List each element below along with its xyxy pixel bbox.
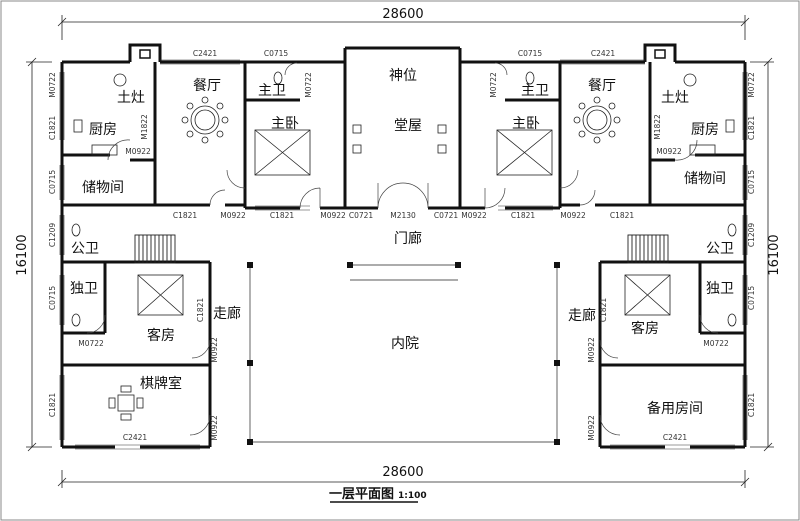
code-c1209-left: C1209 [48, 223, 57, 248]
room-storage-left: 储物间 [82, 180, 124, 196]
windows [59, 59, 748, 450]
code-m0722-bath-left: M0722 [304, 72, 313, 98]
room-dining-right: 餐厅 [588, 78, 616, 94]
code-c0715-left: C0715 [48, 170, 57, 195]
room-stove-left: 土灶 [117, 90, 145, 106]
code-c2421-tl: C2421 [193, 49, 218, 58]
room-chess: 棋牌室 [140, 375, 182, 392]
code-c2421-tr: C2421 [591, 49, 616, 58]
code-m0722-bath-right: M0722 [489, 72, 498, 98]
code-m0922-guest-right: M0922 [587, 337, 596, 363]
room-corridor-left: 走廊 [213, 305, 241, 322]
code-c1821-guest-right: C1821 [599, 298, 608, 323]
left-depth-dimension: 16100 [15, 234, 30, 275]
furniture [71, 71, 737, 421]
code-m0922-a: M0922 [220, 211, 246, 220]
courtyard [249, 264, 558, 443]
right-depth-dimension: 16100 [767, 234, 782, 275]
code-m1822-left: M1822 [140, 114, 149, 140]
code-c2421-bottom-right: C2421 [663, 433, 688, 442]
room-stove-right: 土灶 [661, 90, 689, 106]
room-main-hall: 堂屋 [394, 118, 422, 134]
code-c1821-top-left: C1821 [48, 116, 57, 141]
room-shrine: 神位 [389, 68, 417, 84]
code-m0922-chess: M0922 [210, 415, 219, 441]
code-m0722-guest-left: M0722 [78, 339, 104, 348]
code-m0922-kitchen-left: M0922 [125, 147, 151, 156]
code-m0722-top-left: M0722 [48, 72, 57, 98]
code-m0922-kitchen-right: M0922 [656, 147, 682, 156]
plan-title: 一层平面图 [329, 487, 394, 502]
room-storage-right: 储物间 [684, 171, 726, 187]
room-corridor-right: 走廊 [568, 307, 596, 324]
room-public-bath-left: 公卫 [71, 241, 99, 257]
room-porch: 门廊 [394, 230, 422, 247]
code-c1209-right: C1209 [747, 223, 756, 248]
code-c1821-a: C1821 [173, 211, 198, 220]
top-width-dimension: 28600 [382, 7, 423, 22]
room-private-bath-left: 独卫 [70, 281, 98, 297]
room-master-bed-left: 主卧 [271, 116, 299, 132]
code-c1821-lower-left: C1821 [48, 393, 57, 418]
code-m0922-d: M0922 [560, 211, 586, 220]
room-guest-right: 客房 [631, 320, 659, 337]
code-c1821-d: C1821 [610, 211, 635, 220]
code-c0715-right: C0715 [747, 170, 756, 195]
stairs [134, 234, 669, 264]
room-master-bath-right: 主卫 [521, 83, 549, 99]
room-master-bath-left: 主卫 [258, 83, 286, 99]
room-master-bed-right: 主卧 [512, 116, 540, 132]
code-m2130: M2130 [390, 211, 416, 220]
code-c1821-b: C1821 [270, 211, 295, 220]
room-kitchen-left: 厨房 [89, 122, 117, 138]
code-c0715-lower-left: C0715 [48, 286, 57, 311]
code-c1821-guest-left: C1821 [196, 298, 205, 323]
room-guest-left: 客房 [147, 327, 175, 344]
code-c1821-c: C1821 [511, 211, 536, 220]
code-m0922-c: M0922 [461, 211, 487, 220]
code-m0922-guest-left: M0922 [210, 337, 219, 363]
code-c1821-top-right: C1821 [747, 116, 756, 141]
room-public-bath-right: 公卫 [706, 241, 734, 257]
code-c1821-lower-right: C1821 [747, 393, 756, 418]
code-c0721-left: C0721 [349, 211, 374, 220]
bottom-width-dimension: 28600 [382, 465, 423, 480]
code-c0715-tl: C0715 [264, 49, 289, 58]
code-m1822-right: M1822 [653, 114, 662, 140]
plan-scale: 1:100 [398, 491, 427, 501]
code-m0922-spare: M0922 [587, 415, 596, 441]
code-c0721-right: C0721 [434, 211, 459, 220]
code-m0722-guest-right: M0722 [703, 339, 729, 348]
room-spare: 备用房间 [647, 400, 703, 417]
code-c0715-tr: C0715 [518, 49, 543, 58]
doors [86, 62, 719, 436]
code-c0715-lower-right: C0715 [747, 286, 756, 311]
code-m0922-b: M0922 [320, 211, 346, 220]
room-kitchen-right: 厨房 [691, 122, 719, 138]
dimension-lines [26, 15, 774, 488]
code-m0722-top-right: M0722 [747, 72, 756, 98]
columns [247, 262, 560, 445]
room-courtyard: 内院 [391, 336, 419, 352]
code-c2421-bottom-left: C2421 [123, 433, 148, 442]
room-dining-left: 餐厅 [193, 78, 221, 94]
room-private-bath-right: 独卫 [706, 281, 734, 297]
